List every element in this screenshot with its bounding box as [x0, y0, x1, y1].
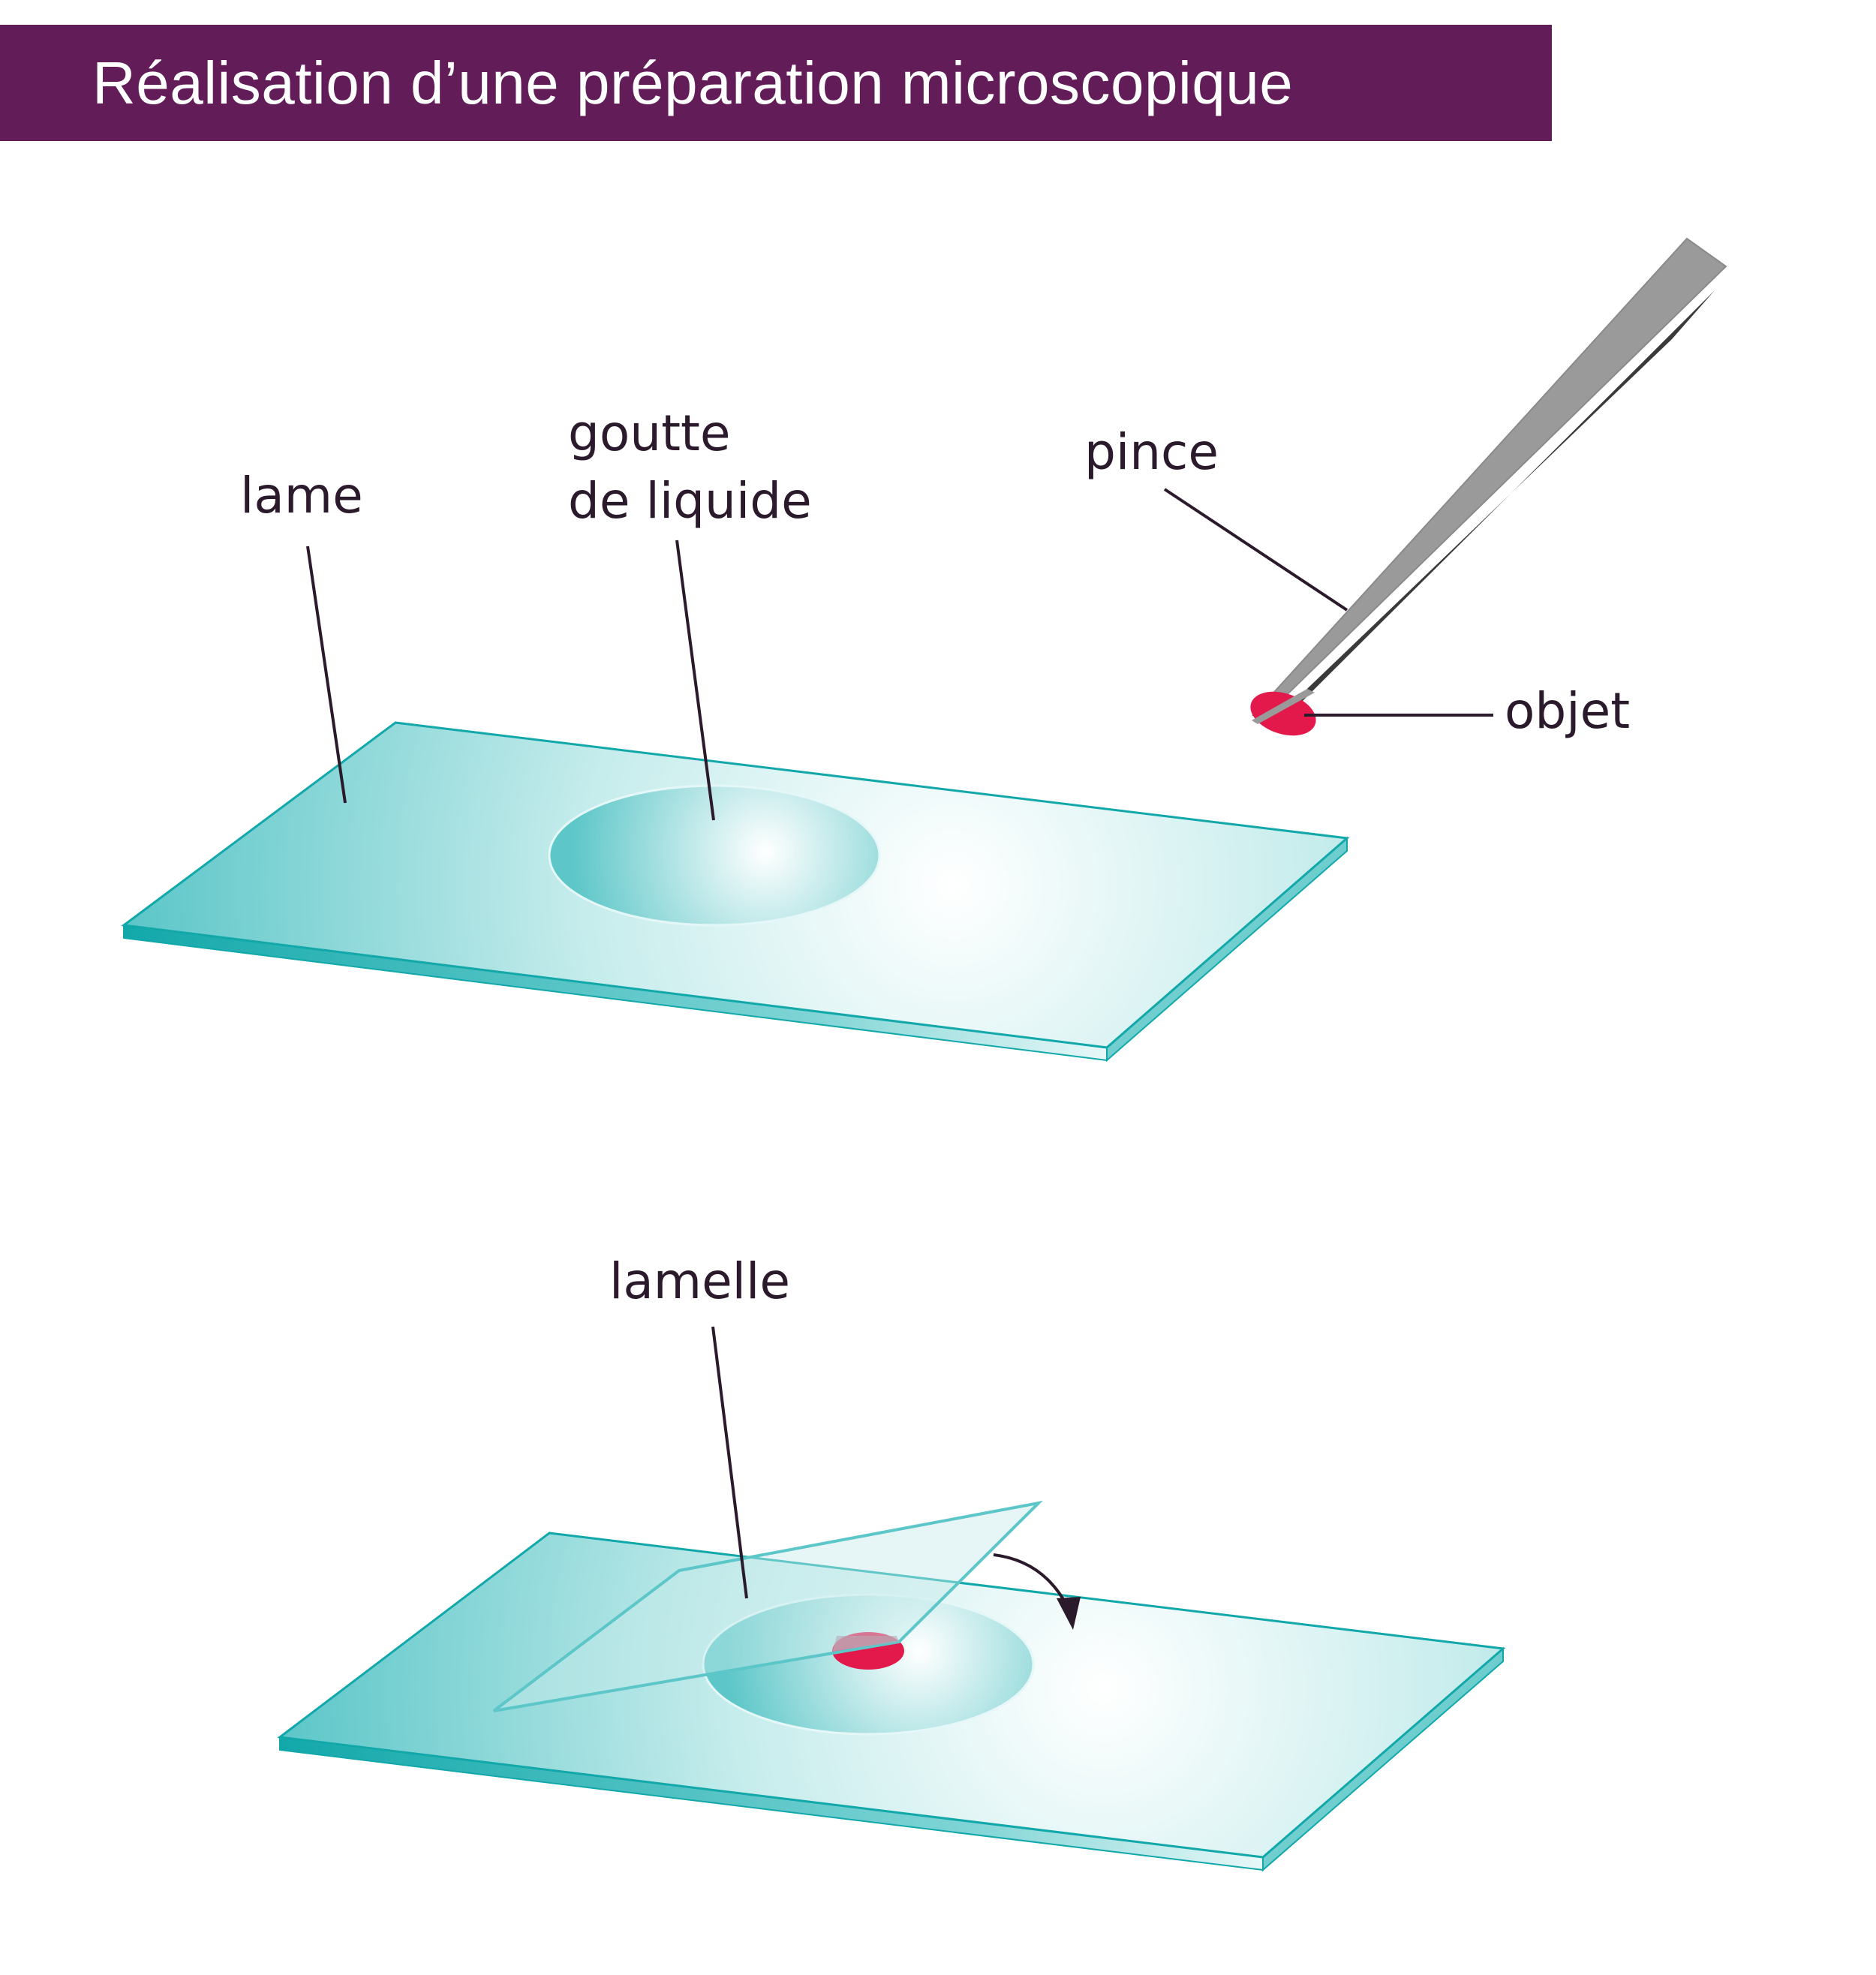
lowering-arrow [993, 1553, 1081, 1630]
label-lame: lame [240, 467, 363, 525]
label-goutte-line2: de liquide [568, 472, 812, 530]
leader-pince [1163, 488, 1348, 612]
leader-lamelle [711, 1326, 748, 1599]
label-pince: pince [1084, 423, 1219, 481]
leader-lame [306, 546, 347, 804]
arrow-head [1057, 1597, 1081, 1630]
forceps-tip [1252, 689, 1315, 724]
forceps [1251, 237, 1727, 718]
arrow-curve [993, 1553, 1069, 1607]
coverslip-over-object [833, 1636, 899, 1651]
title-banner: Réalisation d’une préparation microscopi… [0, 25, 1552, 141]
page-title: Réalisation d’une préparation microscopi… [92, 49, 1294, 116]
object-in-forceps [1250, 689, 1316, 736]
label-lamelle: lamelle [609, 1252, 790, 1310]
label-goutte-line1: goutte [568, 404, 730, 462]
slide-2 [277, 1500, 1506, 1872]
object-specimen [1250, 691, 1316, 736]
forceps-light-arm [1251, 237, 1727, 718]
label-objet: objet [1505, 682, 1630, 740]
slide-1 [121, 721, 1350, 1063]
leader-goutte [675, 540, 715, 821]
liquid-drop [548, 784, 881, 927]
forceps-dark-arm [1292, 290, 1715, 703]
